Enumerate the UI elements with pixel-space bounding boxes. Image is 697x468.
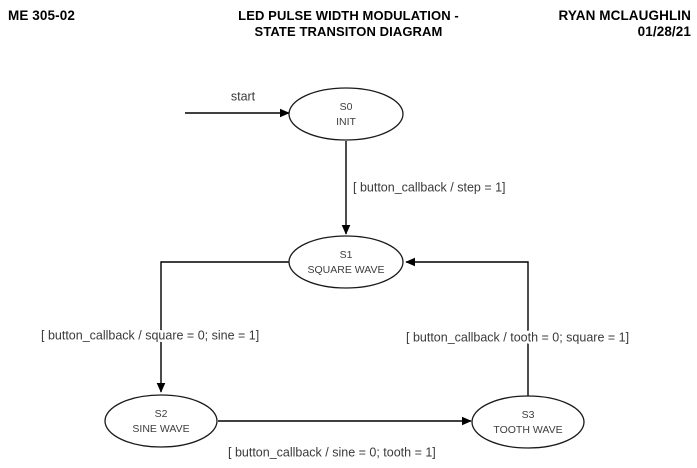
state-ellipse-s0[interactable] xyxy=(288,87,404,141)
transition-label-s2-s3: [ button_callback / sine = 0; tooth = 1] xyxy=(228,445,436,459)
state-name-s1: SQUARE WAVE xyxy=(307,264,384,276)
state-id-s1: S1 xyxy=(340,249,353,261)
author-name: RYAN MCLAUGHLIN xyxy=(558,8,691,23)
start-label: start xyxy=(231,89,256,103)
page-title-line-1: LED PULSE WIDTH MODULATION - xyxy=(238,8,459,23)
document-date: 01/28/21 xyxy=(637,24,691,39)
state-node-s3[interactable]: S3 TOOTH WAVE xyxy=(471,395,585,449)
course-code: ME 305-02 xyxy=(8,8,75,23)
page-title-line-2: STATE TRANSITON DIAGRAM xyxy=(254,24,443,39)
transition-label-s3-s1: [ button_callback / tooth = 0; square = … xyxy=(406,330,629,344)
state-id-s3: S3 xyxy=(522,409,535,421)
state-ellipse-s3[interactable] xyxy=(471,395,585,449)
transition-label-s0-s1: [ button_callback / step = 1] xyxy=(353,180,506,194)
transition-start-to-s0: start xyxy=(185,87,290,118)
transition-s1-to-s2: [ button_callback / square = 0; sine = 1… xyxy=(39,261,290,393)
state-name-s2: SINE WAVE xyxy=(132,423,189,435)
transition-s2-to-s3: [ button_callback / sine = 0; tooth = 1] xyxy=(218,416,472,462)
transition-s3-to-s1: [ button_callback / tooth = 0; square = … xyxy=(404,257,632,396)
state-id-s2: S2 xyxy=(155,408,168,420)
state-name-s0: INIT xyxy=(336,116,356,128)
transition-s0-to-s1: [ button_callback / step = 1] xyxy=(341,141,508,235)
state-ellipse-s1[interactable] xyxy=(288,235,404,289)
state-name-s3: TOOTH WAVE xyxy=(493,424,562,436)
state-node-s0[interactable]: S0 INIT xyxy=(288,87,404,141)
page-title: LED PULSE WIDTH MODULATION - STATE TRANS… xyxy=(238,8,459,40)
state-id-s0: S0 xyxy=(340,101,353,113)
author-block: RYAN MCLAUGHLIN 01/28/21 xyxy=(559,8,692,40)
state-node-s1[interactable]: S1 SQUARE WAVE xyxy=(288,235,404,289)
state-node-s2[interactable]: S2 SINE WAVE xyxy=(104,394,218,448)
transition-label-s1-s2: [ button_callback / square = 0; sine = 1… xyxy=(41,328,259,342)
page-header: ME 305-02 LED PULSE WIDTH MODULATION - S… xyxy=(0,0,697,46)
state-ellipse-s2[interactable] xyxy=(104,394,218,448)
